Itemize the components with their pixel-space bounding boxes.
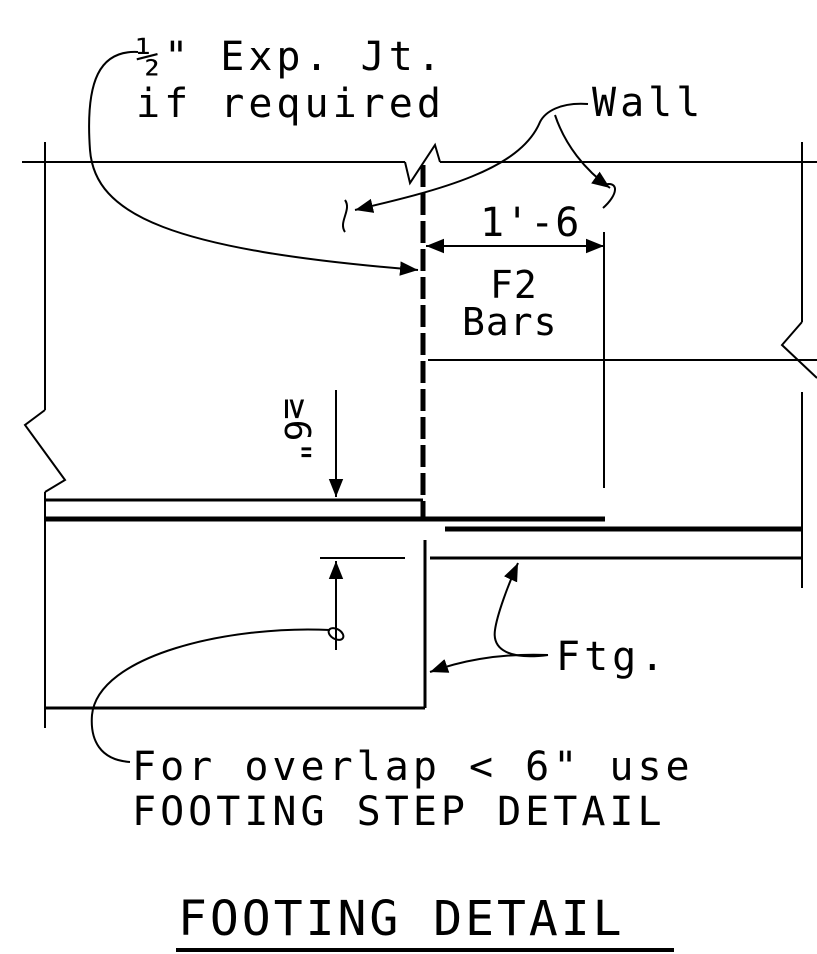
ftg-leader-lower (429, 653, 549, 673)
wall-squiggle-right (602, 183, 616, 209)
left-wall-break (23, 409, 67, 493)
dim-1-6-label: 1'-6 (480, 200, 580, 246)
overlap-note-line2: FOOTING STEP DETAIL (132, 789, 666, 835)
wall-leader-left (354, 102, 589, 213)
wall-leader-right (554, 114, 611, 189)
exp-jt-leader (88, 50, 419, 276)
ftg-leader-upper (493, 562, 549, 658)
overlap-note-line1: For overlap < 6" use (132, 744, 694, 790)
wall-top-break (404, 142, 441, 186)
ftg-label: Ftg. (556, 634, 668, 680)
f2-label: F2 (490, 263, 538, 307)
bars-label: Bars (462, 300, 558, 344)
wall-label: Wall (592, 80, 704, 126)
overlap-note-leader (90, 628, 331, 763)
overlap-min-label: ≥6" (276, 398, 317, 463)
overlap-note-leader-loop (327, 627, 345, 641)
wall-squiggle-left (342, 199, 348, 233)
exp-jt-label-line1: ½" Exp. Jt. (136, 34, 445, 80)
drawing-title: FOOTING DETAIL (178, 891, 625, 947)
right-wall-break (780, 321, 817, 379)
exp-jt-label-line2: if required (136, 81, 445, 127)
